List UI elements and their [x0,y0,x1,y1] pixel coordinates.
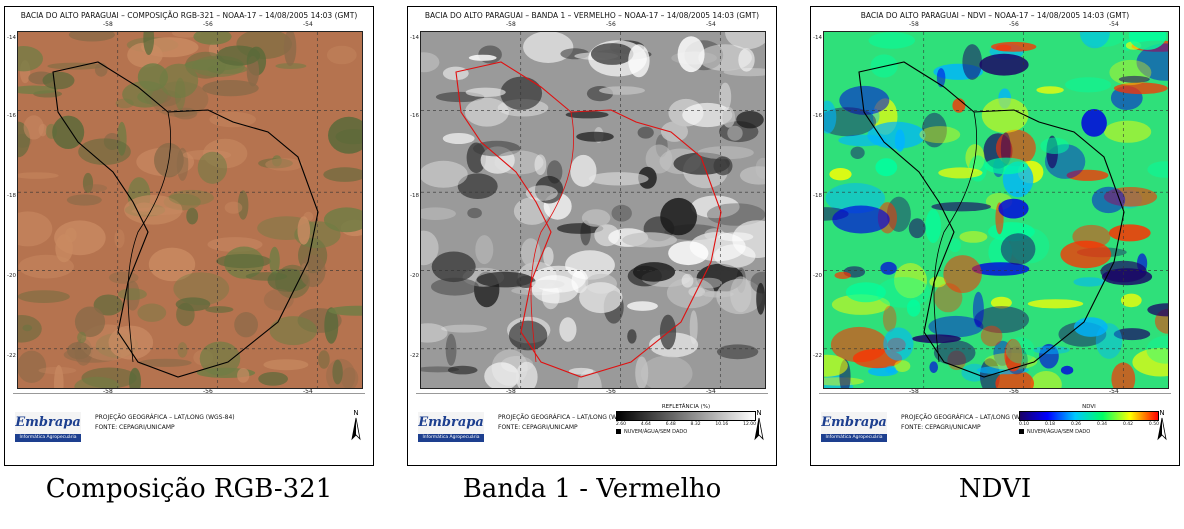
north-arrow-icon: N [754,409,764,441]
source-label: FONTE: CEPAGRI/UNICAMP [498,424,578,431]
top-tick: -56 [1009,21,1019,28]
legend-tick: 6.48 [665,422,676,427]
top-tick: -58 [909,21,919,28]
bottom-tick: -56 [203,388,213,395]
embrapa-logo: Embrapa Informática Agropecuária [418,412,484,446]
bottom-tick: -58 [506,388,516,395]
side-tick: -20 [7,273,16,279]
legend-tick: 2.60 [616,422,627,427]
legend-title: REFLETÂNCIA (%) [661,404,711,410]
top-tick: -54 [1109,21,1119,28]
bottom-tick: -54 [706,388,716,395]
map-imagery [421,32,765,388]
svg-text:N: N [1159,409,1164,417]
top-tick: -54 [706,21,716,28]
legend-tick: 0.50 [1148,422,1159,427]
legend-tick: 8.32 [690,422,701,427]
map-footer: Embrapa Informática Agropecuária PROJEÇÃ… [416,393,768,456]
top-tick: -56 [203,21,213,28]
legend-title: NDVI [1082,404,1096,410]
panel-title: BACIA DO ALTO PARAGUAI – COMPOSIÇÃO RGB-… [20,11,358,20]
nodata-swatch [616,429,621,434]
nodata-label: NUVEM/ÁGUA/SEM DADO [624,429,688,435]
north-arrow-icon: N [1157,409,1167,441]
legend-tick: 0.42 [1122,422,1133,427]
reflectance-legend: REFLETÂNCIA (%) 2.60 4.64 6.48 8.32 10.1… [616,404,756,435]
source-label: FONTE: CEPAGRI/UNICAMP [901,424,981,431]
map-footer: Embrapa Informática Agropecuária PROJEÇÃ… [13,393,365,456]
projection-label: PROJEÇÃO GEOGRÁFICA – LAT/LONG (WGS-84) [901,414,1041,421]
top-tick: -58 [506,21,516,28]
side-tick: -18 [410,193,419,199]
map-panel-rgb: BACIA DO ALTO PARAGUAI – COMPOSIÇÃO RGB-… [4,6,374,466]
satellite-image-banda1 [420,31,766,389]
map-panel-banda1: BACIA DO ALTO PARAGUAI – BANDA 1 – VERME… [407,6,777,466]
legend-ticks: 2.60 4.64 6.48 8.32 10.16 12.00 [616,422,756,427]
source-label: FONTE: CEPAGRI/UNICAMP [95,424,175,431]
embrapa-logo: Embrapa Informática Agropecuária [821,412,887,446]
side-tick: -20 [813,273,822,279]
logo-subtitle: Informática Agropecuária [15,434,81,442]
top-tick: -58 [103,21,113,28]
bottom-tick: -58 [909,388,919,395]
side-tick: -14 [7,35,16,41]
legend-colorbar [616,411,756,421]
bottom-tick: -58 [103,388,113,395]
side-tick: -18 [7,193,16,199]
bottom-tick: -56 [606,388,616,395]
side-tick: -14 [813,35,822,41]
north-arrow-icon: N [351,409,361,441]
side-tick: -16 [813,113,822,119]
nodata-key: NUVEM/ÁGUA/SEM DADO [1019,429,1159,435]
legend-tick: 4.64 [640,422,651,427]
nodata-swatch [1019,429,1024,434]
svg-text:N: N [353,409,358,417]
legend-tick: 10.16 [715,422,729,427]
satellite-image-ndvi [823,31,1169,389]
nodata-key: NUVEM/ÁGUA/SEM DADO [616,429,756,435]
side-tick: -16 [7,113,16,119]
caption-banda1: Banda 1 - Vermelho [462,474,722,504]
map-imagery [824,32,1168,388]
logo-subtitle: Informática Agropecuária [418,434,484,442]
map-imagery [18,32,362,388]
side-tick: -22 [813,353,822,359]
legend-tick: 0.26 [1070,422,1081,427]
logo-name: Embrapa [418,412,484,434]
legend-tick: 0.10 [1019,422,1030,427]
embrapa-logo: Embrapa Informática Agropecuária [15,412,81,446]
map-panel-ndvi: BACIA DO ALTO PARAGUAI – NDVI – NOAA-17 … [810,6,1180,466]
ndvi-legend: NDVI 0.10 0.18 0.26 0.34 0.42 0.50 NUVEM… [1019,404,1159,435]
map-footer: Embrapa Informática Agropecuária PROJEÇÃ… [819,393,1171,456]
side-tick: -18 [813,193,822,199]
bottom-tick: -54 [1109,388,1119,395]
side-tick: -20 [410,273,419,279]
top-tick: -56 [606,21,616,28]
logo-name: Embrapa [821,412,887,434]
projection-label: PROJEÇÃO GEOGRÁFICA – LAT/LONG (WGS-84) [95,414,235,421]
side-tick: -22 [7,353,16,359]
legend-tick: 12.00 [743,422,756,427]
caption-rgb: Composição RGB-321 [45,474,333,504]
legend-tick: 0.18 [1044,422,1056,427]
nodata-label: NUVEM/ÁGUA/SEM DADO [1027,429,1091,435]
side-tick: -14 [410,35,419,41]
logo-subtitle: Informática Agropecuária [821,434,887,442]
satellite-image-rgb [17,31,363,389]
logo-name: Embrapa [15,412,81,434]
projection-label: PROJEÇÃO GEOGRÁFICA – LAT/LONG (WGS-84) [498,414,638,421]
svg-text:N: N [756,409,761,417]
panel-title: BACIA DO ALTO PARAGUAI – NDVI – NOAA-17 … [860,11,1130,20]
legend-tick: 0.34 [1096,422,1107,427]
legend-ticks: 0.10 0.18 0.26 0.34 0.42 0.50 [1019,422,1159,427]
side-tick: -16 [410,113,419,119]
legend-colorbar [1019,411,1159,421]
bottom-tick: -56 [1009,388,1019,395]
panel-title: BACIA DO ALTO PARAGUAI – BANDA 1 – VERME… [424,11,760,20]
top-tick: -54 [303,21,313,28]
side-tick: -22 [410,353,419,359]
bottom-tick: -54 [303,388,313,395]
caption-ndvi: NDVI [958,474,1032,504]
